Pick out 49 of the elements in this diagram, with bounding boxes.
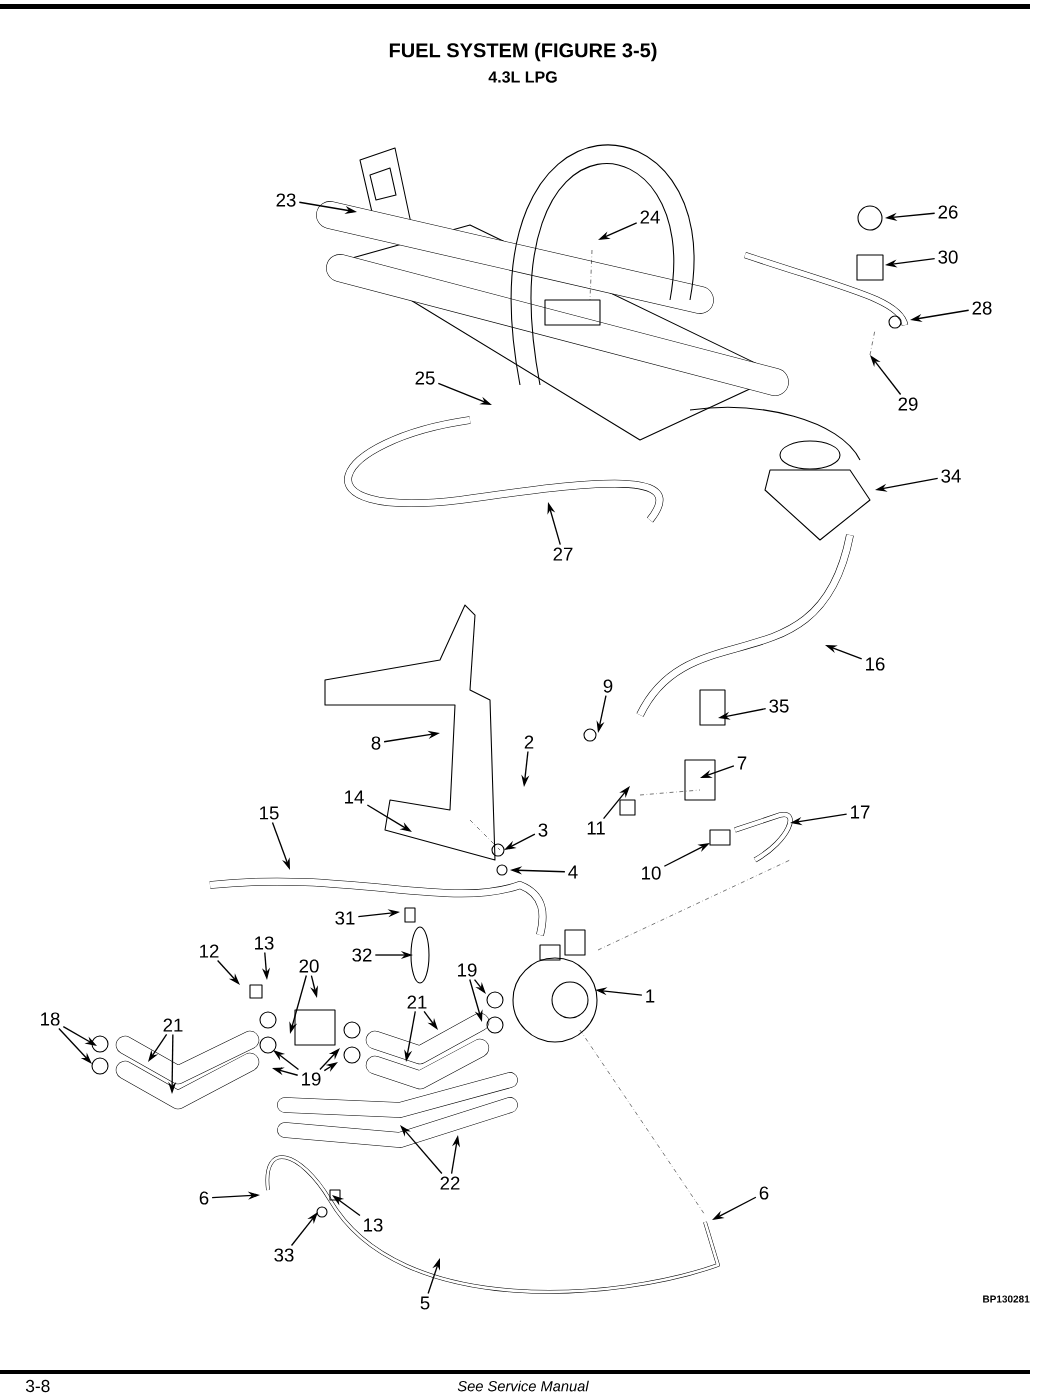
leader-line <box>58 1027 92 1064</box>
subtitle: 4.3L LPG <box>488 71 557 83</box>
callout-number: 6 <box>199 1191 209 1205</box>
callout-number: 34 <box>941 469 961 483</box>
callout-number: 13 <box>364 1218 383 1232</box>
callout-number: 2 <box>524 735 534 749</box>
leader-line <box>400 1125 443 1175</box>
callout-number: 1 <box>646 989 655 1003</box>
callout-number: 20 <box>299 959 319 973</box>
leader-line <box>216 959 240 985</box>
footer-note: See Service Manual <box>457 1380 589 1392</box>
callout-number: 22 <box>440 1176 460 1190</box>
callout-number: 23 <box>276 193 296 207</box>
callout-number: 16 <box>866 657 885 671</box>
callout-number: 26 <box>938 205 958 219</box>
callout-number: 17 <box>851 805 870 819</box>
callout-number: 25 <box>415 371 435 385</box>
callout-number: 19 <box>458 963 477 977</box>
callout-number: 6 <box>759 1186 769 1200</box>
callout-number: 5 <box>420 1296 430 1310</box>
callout-number: 30 <box>938 250 958 264</box>
callout-number: 32 <box>352 948 372 962</box>
callout-number: 11 <box>587 821 605 835</box>
callout-number: 33 <box>274 1248 294 1262</box>
callout-number: 24 <box>640 210 660 224</box>
callout-number: 19 <box>302 1072 321 1086</box>
callout-number: 31 <box>335 911 355 925</box>
callout-number: 3 <box>538 823 548 837</box>
callout-number: 21 <box>407 995 427 1009</box>
callout-number: 7 <box>737 756 747 770</box>
callout-number: 13 <box>255 936 274 950</box>
callout-number: 28 <box>972 301 992 315</box>
title: FUEL SYSTEM (FIGURE 3-5) <box>389 42 657 62</box>
leader-line <box>473 978 486 994</box>
callout-number: 15 <box>260 806 279 820</box>
page-number: 3-8 <box>25 1379 50 1393</box>
callout-number: 29 <box>898 397 918 411</box>
figure-code: BP130281 <box>983 1295 1030 1303</box>
callout-number: 35 <box>769 699 789 713</box>
callout-number: 21 <box>163 1018 183 1032</box>
callout-number: 12 <box>200 944 219 958</box>
callout-number: 18 <box>41 1012 60 1026</box>
callout-number: 9 <box>603 679 613 693</box>
callout-number: 27 <box>553 547 573 561</box>
callout-number: 4 <box>568 865 578 879</box>
callout-number: 8 <box>371 736 381 750</box>
leader-line <box>319 1048 340 1071</box>
callout-number: 14 <box>345 790 364 804</box>
callout-number: 10 <box>642 866 661 880</box>
